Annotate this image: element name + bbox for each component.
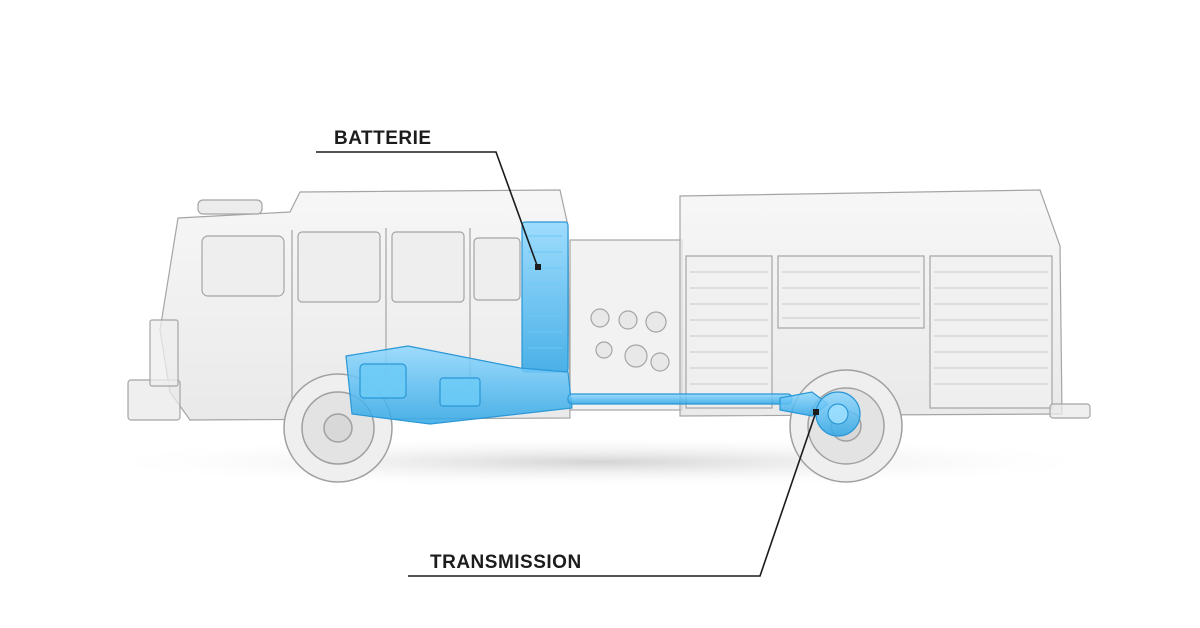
transmission-anchor-dot: [813, 409, 819, 415]
driveshaft: [567, 393, 793, 405]
batterie-leader-line: [316, 151, 539, 269]
callout-lines: [316, 151, 817, 577]
drivetrain-highlight: [345, 221, 861, 437]
ground-shadow: [80, 436, 1120, 488]
truck-body: [127, 189, 1091, 421]
callout-dots: [535, 264, 819, 415]
batterie-anchor-dot: [535, 264, 541, 270]
transmission-label: TRANSMISSION: [430, 552, 582, 573]
transmission-leader-line: [408, 411, 817, 577]
batterie-label: BATTERIE: [334, 128, 432, 149]
